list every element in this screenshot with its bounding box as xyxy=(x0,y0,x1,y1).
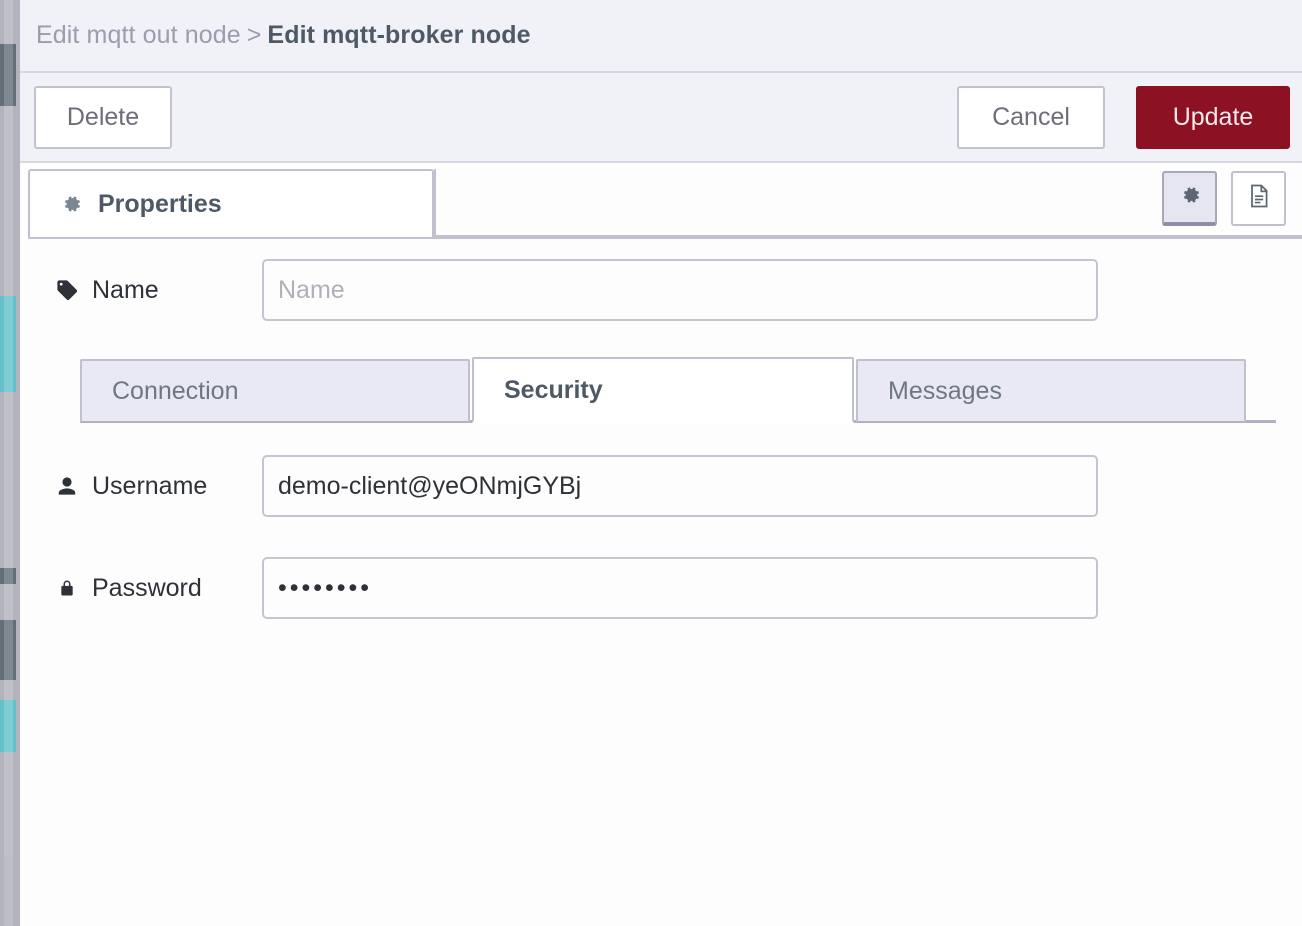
canvas-node-fragment xyxy=(0,700,16,752)
properties-panel-button[interactable] xyxy=(1162,171,1217,226)
password-label: Password xyxy=(54,574,262,603)
breadcrumb-separator: > xyxy=(246,21,262,49)
delete-button[interactable]: Delete xyxy=(34,85,172,149)
subtabs: Connection Security Messages xyxy=(80,353,1302,423)
password-masked-value: •••••••• xyxy=(278,573,373,602)
subtab-security-label: Security xyxy=(504,375,603,404)
subtab-messages-label: Messages xyxy=(888,376,1002,405)
username-label: Username xyxy=(54,472,262,501)
tab-properties[interactable]: Properties xyxy=(28,169,434,237)
edit-node-dialog: Edit mqtt out node>Edit mqtt-broker node… xyxy=(20,0,1302,926)
canvas-scrollbar-thumb[interactable] xyxy=(4,856,13,926)
cancel-button[interactable]: Cancel xyxy=(957,85,1105,149)
update-button[interactable]: Update xyxy=(1136,85,1290,149)
editor-canvas-sliver xyxy=(0,0,22,926)
lock-icon xyxy=(54,577,80,599)
name-label: Name xyxy=(54,276,262,305)
user-icon xyxy=(54,475,80,497)
form-row-username: Username xyxy=(20,449,1302,523)
tabstrip-underline xyxy=(28,237,1302,239)
description-panel-button[interactable] xyxy=(1231,171,1286,226)
form-row-password: Password •••••••• xyxy=(20,551,1302,625)
canvas-node-fragment xyxy=(0,620,16,680)
dialog-header: Edit mqtt out node>Edit mqtt-broker node xyxy=(20,0,1302,73)
name-label-text: Name xyxy=(92,275,159,304)
subtab-connection-label: Connection xyxy=(112,376,239,405)
password-label-text: Password xyxy=(92,573,202,602)
file-description-icon xyxy=(1245,182,1273,215)
username-input[interactable] xyxy=(262,455,1098,517)
tag-icon xyxy=(54,278,80,302)
subtabs-container: Connection Security Messages xyxy=(20,353,1302,423)
canvas-scrollbar-track[interactable] xyxy=(4,0,13,926)
canvas-node-fragment xyxy=(0,568,16,584)
breadcrumb-current: Edit mqtt-broker node xyxy=(267,21,531,49)
name-input[interactable] xyxy=(262,259,1098,321)
username-label-text: Username xyxy=(92,471,208,500)
gear-icon xyxy=(1177,182,1203,213)
form-row-name: Name xyxy=(20,253,1302,327)
tab-properties-label: Properties xyxy=(98,189,222,218)
tabstrip-empty-area xyxy=(434,169,1302,237)
subtab-messages[interactable]: Messages xyxy=(856,359,1246,423)
dialog-tabstrip: Properties xyxy=(20,163,1302,249)
tabstrip-icon-buttons xyxy=(1162,171,1286,226)
dialog-body: Name Connection Security Messages xyxy=(20,253,1302,625)
subtab-connection[interactable]: Connection xyxy=(80,359,470,423)
dialog-toolbar: Delete Cancel Update xyxy=(20,73,1302,163)
canvas-node-fragment xyxy=(0,44,16,106)
subtab-security[interactable]: Security xyxy=(472,357,854,423)
breadcrumb-parent[interactable]: Edit mqtt out node xyxy=(36,21,241,49)
password-input[interactable]: •••••••• xyxy=(262,557,1098,619)
gear-icon xyxy=(58,191,84,217)
breadcrumb: Edit mqtt out node>Edit mqtt-broker node xyxy=(36,21,531,50)
canvas-node-fragment xyxy=(0,296,16,392)
